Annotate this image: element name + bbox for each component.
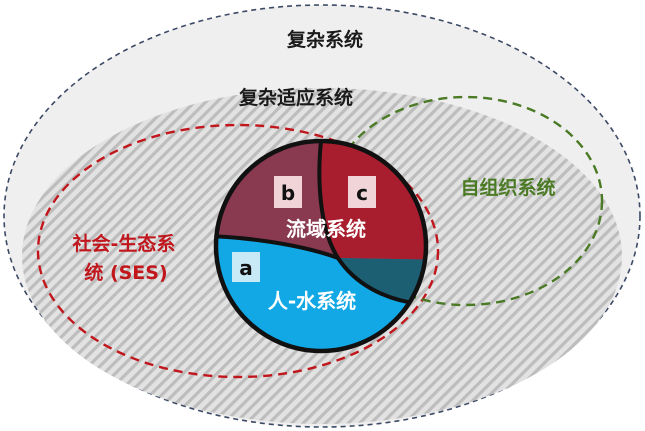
- region-b-label: b: [281, 181, 295, 205]
- letter-box-b: [274, 176, 302, 208]
- region-c-label: c: [356, 181, 368, 205]
- letter-box-c: [348, 176, 376, 208]
- ses-label-line1: 社会-生态系: [72, 232, 176, 255]
- region-overlap-fill: [338, 258, 426, 304]
- letter-box-a: [232, 252, 260, 282]
- region-a-label: a: [239, 256, 253, 280]
- ses-label-line2: 统 (SES): [84, 261, 167, 284]
- watershed-system-label: 流域系统: [286, 217, 366, 241]
- human-water-system-label: 人-水系统: [268, 289, 356, 313]
- ses-ellipse: [36, 123, 440, 379]
- watershed-circle-outline: [213, 138, 429, 354]
- boundary-line-curve: [317, 141, 421, 306]
- complex-system-label: 复杂系统: [286, 28, 363, 51]
- complex-adaptive-system-label: 复杂适应系统: [238, 86, 353, 109]
- boundary-line-horizontal: [216, 234, 339, 260]
- self-organizing-system-label: 自组织系统: [460, 176, 555, 199]
